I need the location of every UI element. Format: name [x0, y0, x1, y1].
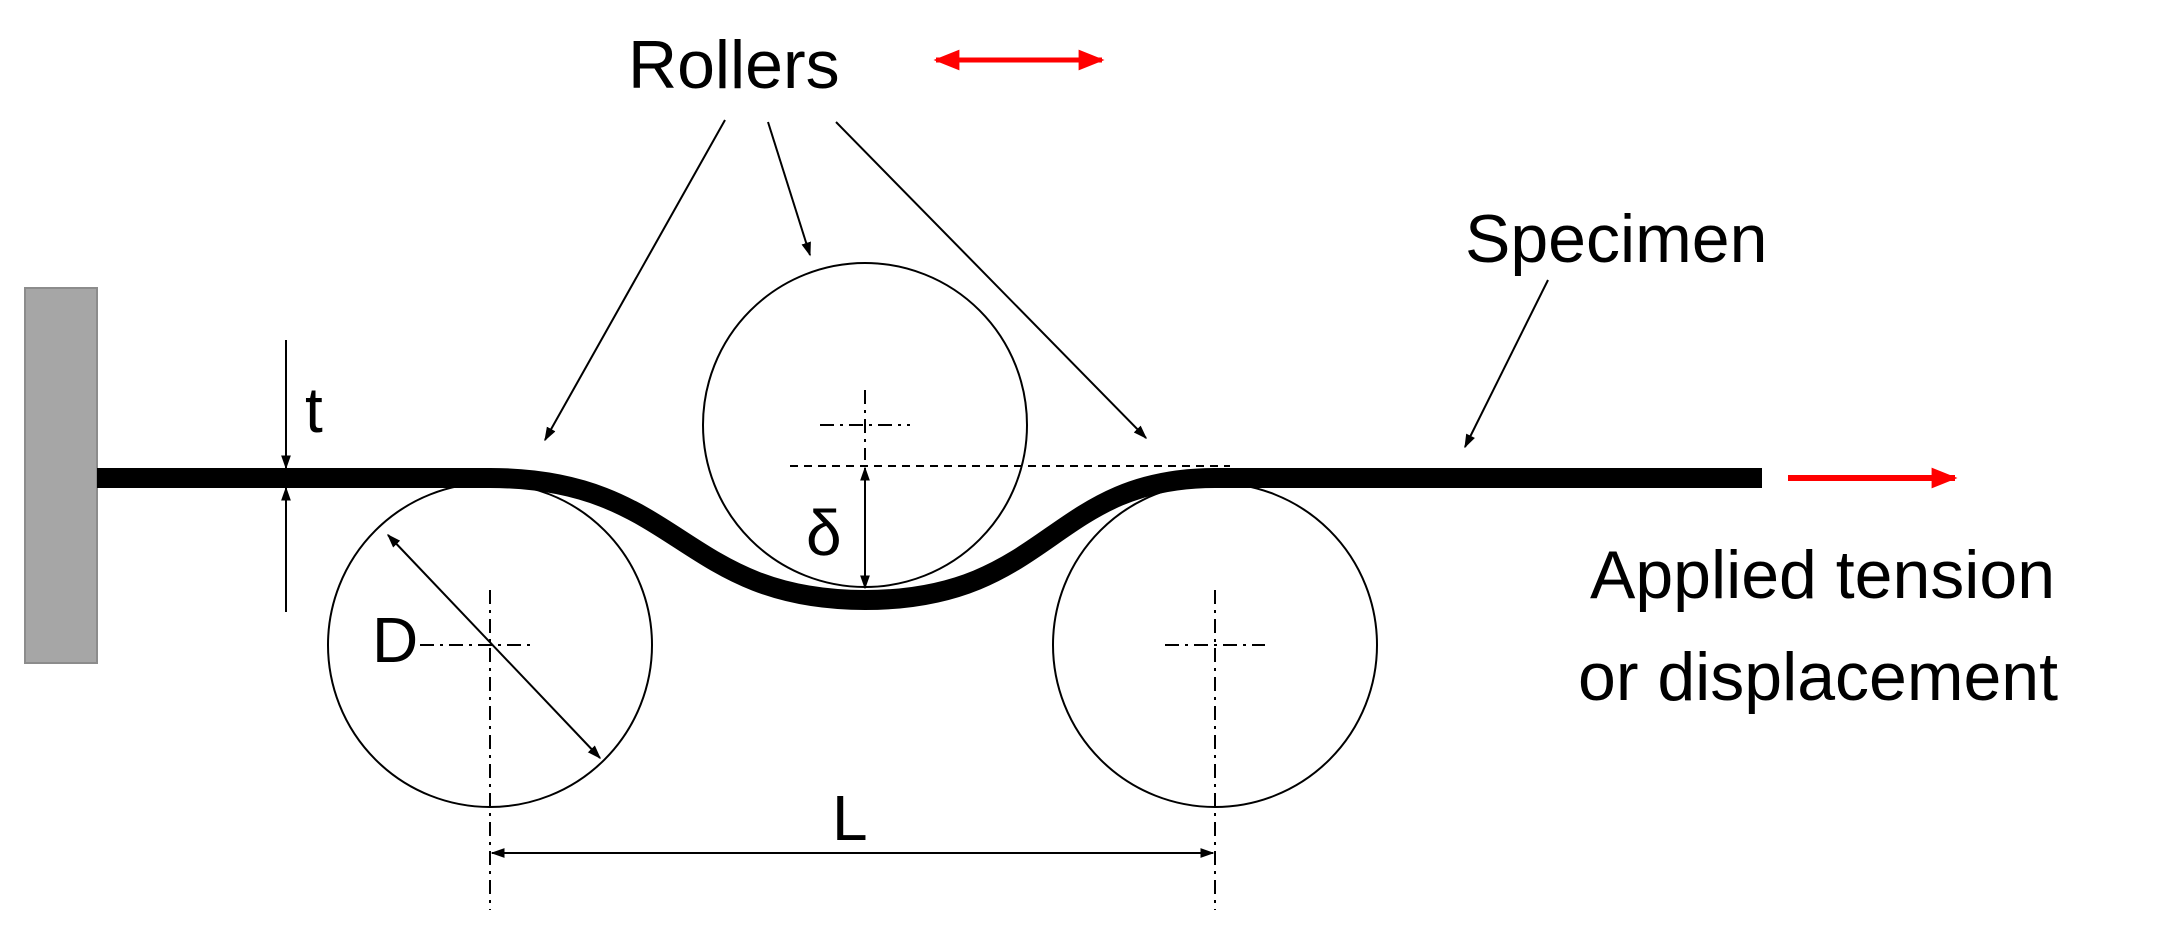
specimen-strip: [97, 468, 1762, 611]
specimen-label: Specimen: [1465, 201, 1767, 277]
deflection-label: δ: [806, 497, 842, 569]
roller-leaders: [544, 119, 1147, 442]
displacement-label: or displacement: [1578, 639, 2058, 715]
diameter-dimension: [387, 533, 601, 760]
rollers-label: Rollers: [628, 27, 840, 103]
span-label: L: [832, 782, 868, 854]
thickness-label: t: [305, 374, 323, 446]
diameter-label: D: [372, 604, 418, 676]
applied-tension-label: Applied tension: [1590, 537, 2055, 613]
fixed-grip: [24, 287, 98, 664]
specimen-leader: [1464, 279, 1549, 449]
